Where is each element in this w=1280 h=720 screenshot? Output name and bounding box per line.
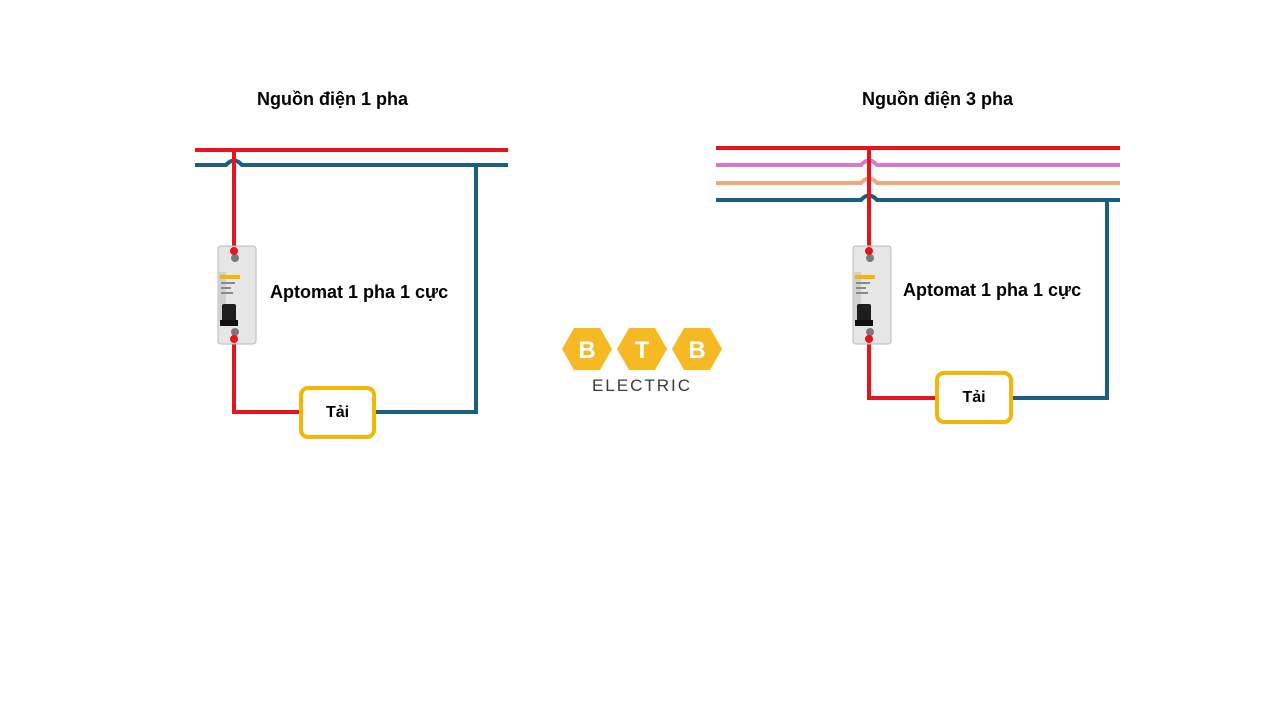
right-wiring <box>716 146 1120 400</box>
left-diagram-title: Nguồn điện 1 pha <box>257 89 408 109</box>
right-breaker-label: Aptomat 1 pha 1 cực <box>903 280 1082 300</box>
left-breaker-label: Aptomat 1 pha 1 cực <box>270 282 449 302</box>
right-load-box: Tải <box>935 371 1013 424</box>
logo-hex-1 <box>562 328 612 370</box>
logo-hex-3 <box>672 328 722 370</box>
right-load-label: Tải <box>962 388 986 406</box>
logo-hex-2 <box>617 328 667 370</box>
logo-letter-2: T <box>635 337 650 364</box>
left-breaker-device <box>217 245 257 345</box>
logo-subtitle: ELECTRIC <box>591 376 693 395</box>
right-phase-to-load <box>867 340 938 400</box>
right-phase-orange-bus <box>716 176 1120 185</box>
left-phase-to-load <box>232 338 302 414</box>
right-load-to-neutral <box>1010 200 1109 400</box>
right-phase-pink-bus <box>716 158 1120 167</box>
right-breaker-device <box>852 245 892 345</box>
right-diagram-title: Nguồn điện 3 pha <box>862 89 1013 109</box>
left-neutral-bus <box>195 158 508 167</box>
logo-hexagons: B T B <box>562 328 722 370</box>
left-load-to-neutral <box>374 165 478 414</box>
left-load-label: Tải <box>325 403 350 421</box>
left-wiring <box>195 148 508 414</box>
right-neutral-bus <box>716 193 1120 202</box>
left-load-box: Tải <box>299 386 376 439</box>
logo-letter-3: B <box>688 337 705 364</box>
btb-electric-logo: B T B ELECTRIC <box>562 324 722 400</box>
logo-letter-1: B <box>578 337 595 364</box>
